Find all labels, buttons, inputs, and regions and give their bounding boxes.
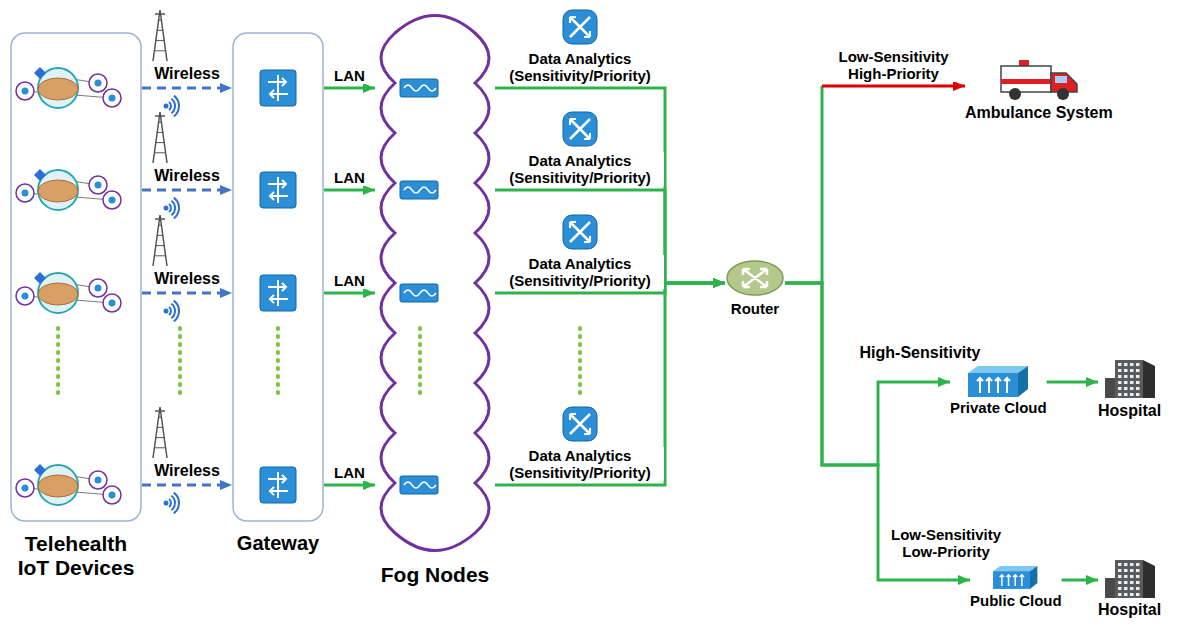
- connector-line: [785, 283, 950, 465]
- wifi-icon: [164, 198, 179, 219]
- connector: [495, 283, 725, 485]
- edge-label: Wireless: [152, 270, 222, 288]
- router-icon: [725, 258, 785, 298]
- analytics-icon: [563, 215, 597, 249]
- connector: [785, 86, 965, 283]
- edge-label: High-Sensitivity: [858, 344, 983, 362]
- analytics-icon: [563, 407, 597, 441]
- hospital-node: Hospital: [1098, 558, 1161, 619]
- wifi-icon: [164, 301, 180, 322]
- edge-label: Data Analytics (Sensitivity/Priority): [496, 447, 664, 482]
- edge-label: Data Analytics (Sensitivity/Priority): [496, 255, 664, 290]
- connector: [324, 190, 375, 191]
- connector: [142, 88, 232, 89]
- pubcloud-icon: [993, 566, 1038, 590]
- node-label: Fog Nodes: [375, 8, 495, 587]
- fog-node-icon: [400, 181, 438, 199]
- hospital-node: Hospital: [1098, 358, 1161, 420]
- ellipsis-dots: [418, 328, 422, 398]
- public-cloud: Public Cloud: [970, 566, 1062, 609]
- connector: [324, 293, 375, 294]
- switch-icon: [260, 275, 296, 311]
- connector-line: [142, 189, 232, 192]
- device-cluster: [16, 169, 121, 210]
- device-cluster: [16, 272, 121, 313]
- node-label: Telehealth IoT Devices: [10, 32, 142, 580]
- edge-label: Low-Sensitivity High-Priority: [828, 48, 960, 83]
- device-cluster: [16, 67, 121, 108]
- connector-line: [142, 292, 232, 295]
- tower-icon: [153, 112, 167, 163]
- edge-label: LAN: [332, 272, 367, 289]
- connector-line: [495, 283, 725, 485]
- connector: [142, 190, 232, 191]
- device-cluster: [16, 464, 121, 505]
- group-outline: [232, 32, 324, 522]
- connector-line: [324, 189, 375, 192]
- connector-line: [1062, 579, 1098, 582]
- switch-icon: [260, 467, 296, 503]
- edge-label: LAN: [332, 169, 367, 186]
- node-label: Gateway: [232, 32, 324, 555]
- connector: [142, 485, 232, 486]
- connector: [1062, 580, 1098, 581]
- connector-line: [324, 87, 375, 90]
- ambulance-icon: [999, 58, 1079, 102]
- ellipsis-dots: [578, 328, 582, 398]
- connector-line: [785, 86, 822, 283]
- ambulance-node: Ambulance System: [965, 58, 1113, 122]
- node-label: Private Cloud: [950, 397, 1047, 416]
- fog-node-icon: [400, 476, 438, 494]
- connector: [324, 485, 375, 486]
- device-group: Telehealth IoT Devices: [10, 32, 142, 580]
- gateway-group: Gateway: [232, 32, 324, 555]
- connector-line: [142, 87, 232, 90]
- hospital-icon: [1105, 558, 1155, 599]
- connector-line: [822, 85, 965, 88]
- node-label: Hospital: [1098, 599, 1161, 619]
- fog-node-icon: [400, 79, 438, 97]
- connector: [1047, 382, 1098, 383]
- pcloud-icon: [968, 366, 1028, 397]
- edge-label: Data Analytics (Sensitivity/Priority): [496, 50, 664, 85]
- node-label: Hospital: [1098, 400, 1161, 420]
- node-label: Public Cloud: [970, 590, 1062, 609]
- edge-label: LAN: [332, 67, 367, 84]
- connector: [142, 293, 232, 294]
- edge-label: Wireless: [152, 65, 222, 83]
- wifi-icon: [164, 493, 179, 514]
- hospital-icon: [1105, 358, 1155, 400]
- group-outline: [10, 32, 142, 522]
- switch-icon: [260, 172, 296, 208]
- connector: [785, 283, 950, 465]
- analytics-icon: [563, 112, 597, 146]
- tower-icon: [153, 10, 167, 61]
- analytics-icon: [563, 10, 597, 44]
- node-label: Ambulance System: [965, 102, 1113, 122]
- wifi-icon: [164, 96, 180, 117]
- fog-cloud: Fog Nodes: [375, 8, 495, 587]
- ellipsis-dots: [178, 328, 182, 398]
- edge-label: LAN: [332, 464, 367, 481]
- tower-icon: [153, 215, 167, 266]
- edge-label: Wireless: [152, 167, 222, 185]
- private-cloud: Private Cloud: [950, 366, 1047, 416]
- node-label: Router: [725, 298, 785, 317]
- ellipsis-dots: [276, 328, 280, 398]
- ellipsis-dots: [56, 328, 60, 398]
- tower-icon: [153, 407, 167, 458]
- switch-icon: [260, 70, 296, 106]
- connector: [324, 88, 375, 89]
- connector-line: [324, 484, 375, 487]
- edge-label: Low-Sensitivity Low-Priority: [880, 526, 1012, 561]
- edge-label: Wireless: [152, 462, 222, 480]
- cloud-outline: [375, 8, 495, 553]
- edge-label: Data Analytics (Sensitivity/Priority): [496, 152, 664, 187]
- connector-line: [1047, 381, 1098, 384]
- fog-node-icon: [400, 284, 438, 302]
- router-node: Router: [725, 258, 785, 317]
- connector-line: [324, 292, 375, 295]
- connector-line: [142, 484, 232, 487]
